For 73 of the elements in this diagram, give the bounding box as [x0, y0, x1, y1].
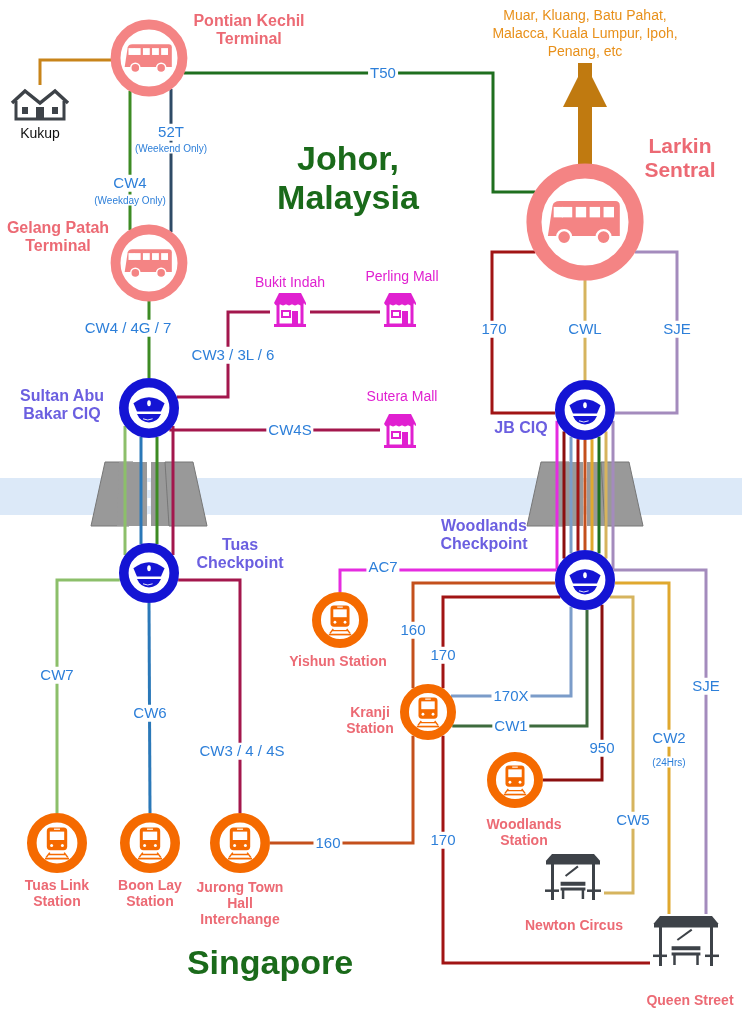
- route-label: CW4: [111, 174, 149, 192]
- route-line: [614, 250, 679, 415]
- region-title: Singapore: [185, 943, 355, 983]
- route-line: [583, 440, 587, 550]
- route-label: CW5: [614, 811, 652, 829]
- route-line: [171, 426, 175, 555]
- route-line: [614, 581, 671, 914]
- route-line: [569, 436, 573, 554]
- route-label: CW3 / 3L / 6: [189, 346, 277, 364]
- route-line: [555, 420, 559, 570]
- place-name: Gelang Patah Terminal: [5, 218, 111, 256]
- route-line: [613, 568, 708, 914]
- destinations-text: Muar, Kluang, Batu Pahat, Malacca, Kuala Lumpur, Ipoh, Penang, etc: [477, 3, 693, 63]
- place-name: Queen Street: [645, 991, 735, 1009]
- route-label: 160: [398, 621, 428, 639]
- place-name: Boon Lay Station: [117, 876, 183, 910]
- route-line: [310, 310, 380, 314]
- route-label: CW6: [131, 704, 169, 722]
- route-label: 170: [428, 831, 458, 849]
- route-line: [139, 436, 143, 545]
- place-name: Yishun Station: [288, 652, 388, 670]
- place-name: Sutera Mall: [365, 387, 439, 405]
- route-label: CW3 / 4 / 4S: [197, 742, 287, 760]
- route-line: [562, 431, 566, 559]
- route-line: [490, 250, 556, 415]
- route-line: [441, 735, 650, 965]
- place-name: Newton Circus: [524, 916, 624, 934]
- route-label: 170: [428, 646, 458, 664]
- route-line: [590, 439, 594, 551]
- route-line: [178, 578, 242, 813]
- place-name: Woodlands Station: [485, 815, 563, 849]
- route-line: [441, 595, 561, 689]
- route-line: [576, 439, 580, 551]
- route-label: CWL: [566, 320, 604, 338]
- route-label: 52T: [156, 123, 186, 141]
- route-line: [155, 436, 159, 545]
- route-line: [597, 436, 601, 554]
- arrow: [563, 63, 607, 164]
- route-line: [411, 581, 556, 689]
- place-name: Kukup: [19, 124, 61, 142]
- region-title: Johor, Malaysia: [276, 138, 420, 218]
- place-name: Kranji Station: [345, 703, 395, 737]
- route-line: [543, 604, 604, 782]
- place-name: Sultan Abu Bakar CIQ: [19, 386, 105, 424]
- route-line: [270, 735, 415, 845]
- place-name: Tuas Checkpoint: [195, 535, 285, 573]
- route-note: (Weekday Only): [94, 194, 166, 206]
- route-line: [55, 578, 120, 813]
- route-label: 170: [479, 320, 509, 338]
- route-label: 950: [587, 739, 617, 757]
- route-line: [604, 595, 635, 895]
- route-note: (24Hrs): [652, 756, 686, 768]
- place-name: Pontian Kechil Terminal: [192, 11, 306, 49]
- place-name: Larkin Sentral: [643, 133, 717, 183]
- route-line: [604, 431, 608, 559]
- place-name: Perling Mall: [364, 267, 440, 285]
- route-note: (Weekend Only): [134, 142, 208, 154]
- place-name: Tuas Link Station: [23, 876, 91, 910]
- route-label: CW2: [650, 729, 688, 747]
- route-label: SJE: [661, 320, 693, 338]
- route-line: [38, 58, 112, 85]
- route-label: CW4 / 4G / 7: [82, 319, 174, 337]
- place-name: Bukit Indah: [253, 273, 327, 291]
- route-line: [147, 603, 152, 813]
- route-label: SJE: [690, 677, 722, 695]
- route-label: CW7: [38, 666, 76, 684]
- place-name: Woodlands Checkpoint: [439, 516, 529, 554]
- place-name: Jurong Town Hall Interchange: [195, 878, 285, 928]
- route-line: [611, 420, 615, 570]
- route-line: [176, 310, 270, 399]
- route-line: [123, 426, 127, 555]
- place-name: JB CIQ: [493, 418, 549, 438]
- route-line: [183, 71, 536, 194]
